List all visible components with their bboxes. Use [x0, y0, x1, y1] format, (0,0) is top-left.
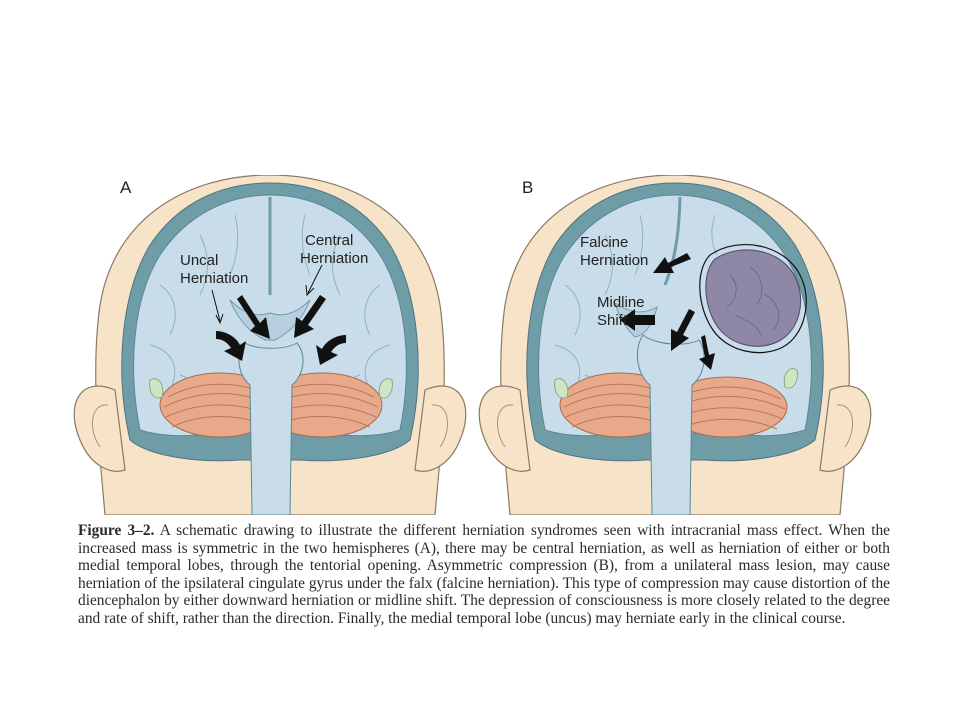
uncal-label-line1: Uncal: [180, 252, 218, 269]
panel-a-letter: A: [120, 178, 132, 197]
arrow-uncal-right: [316, 335, 346, 365]
central-pointer: [307, 264, 323, 294]
falx: [663, 196, 682, 286]
csf-right: [378, 378, 393, 399]
arrow-central-left: [237, 295, 270, 339]
central-label-line2: Herniation: [300, 250, 368, 267]
panel-b-letter: B: [522, 178, 533, 197]
uncal-label-line2: Herniation: [180, 270, 248, 287]
left-ear: [73, 385, 126, 472]
midline-label-line1: Midline: [597, 294, 645, 311]
left-ear-inner: [496, 404, 514, 448]
left-ear-inner: [91, 404, 109, 448]
uncal-pointer-head: [215, 313, 224, 325]
figure-label: Figure 3–2.: [78, 522, 155, 539]
caption-text: A schematic drawing to illustrate the di…: [78, 522, 891, 627]
csf-left: [554, 378, 569, 399]
arrow-downward-left: [671, 309, 695, 351]
arrow-midline-shift: [620, 309, 655, 331]
figure-caption: Figure 3–2. A schematic drawing to illus…: [78, 522, 890, 627]
right-ear-inner: [431, 404, 449, 448]
arrow-falcine: [653, 253, 691, 273]
panel-b-illustration: B Falcine Herniation Midline Shift: [478, 175, 872, 515]
arrow-downward-right: [699, 335, 715, 370]
central-label-line1: Central: [305, 232, 353, 249]
left-ear: [478, 385, 531, 472]
uncal-pointer: [211, 289, 221, 322]
central-pointer-head: [305, 284, 315, 297]
panel-a-illustration: A Uncal Herniation Central Herniation: [73, 175, 467, 515]
right-ear-inner: [836, 404, 854, 448]
csf-right: [783, 368, 798, 389]
csf-left: [149, 378, 164, 399]
falcine-label-line1: Falcine: [580, 234, 628, 251]
right-ear: [414, 385, 467, 472]
arrow-uncal-left: [216, 331, 246, 361]
falcine-label-line2: Herniation: [580, 252, 648, 269]
ventricles: [229, 299, 311, 341]
right-ear: [819, 385, 872, 472]
brainstem: [238, 342, 304, 515]
midline-label-line2: Shift: [597, 312, 628, 329]
arrow-central-right: [294, 295, 326, 338]
mass-lesion: [699, 244, 807, 354]
